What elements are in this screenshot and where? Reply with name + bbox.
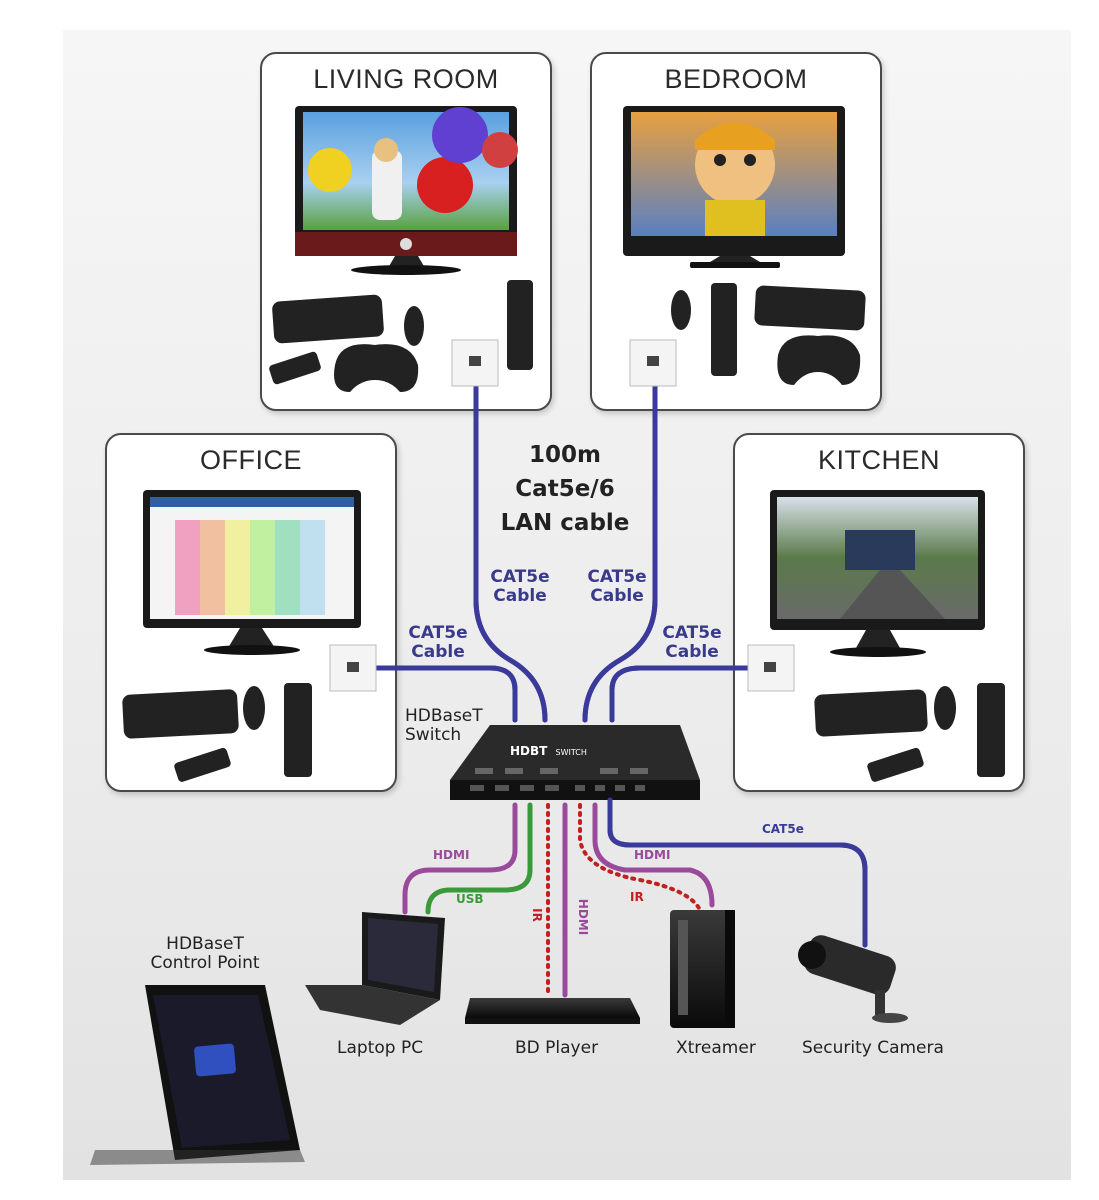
cable-label-kitchen: CAT5e Cable: [652, 624, 732, 662]
device-label-laptop: Laptop PC: [337, 1038, 424, 1058]
security-camera-icon: [798, 935, 908, 1023]
cable-label-line: Cable: [665, 642, 719, 662]
cable-label-hdmi-xtreamer: HDMI: [634, 848, 671, 862]
xtreamer-icon: [670, 910, 735, 1028]
room-title: OFFICE: [200, 445, 302, 475]
switch-label-line: HDBaseT: [405, 706, 483, 726]
cable-spec-kind: LAN cable: [500, 510, 630, 536]
room-title: BEDROOM: [664, 64, 808, 94]
cable-label-usb: USB: [456, 892, 484, 906]
room-living-room: LIVING ROOM: [260, 52, 552, 411]
control-point-label: HDBaseT Control Point: [130, 935, 280, 973]
cable-label-bedroom: CAT5e Cable: [577, 568, 657, 606]
room-bedroom: BEDROOM: [590, 52, 882, 411]
cable-label-cat5e-camera: CAT5e: [762, 822, 804, 836]
cable-label-ir-xtreamer: IR: [630, 890, 644, 904]
room-kitchen: KITCHEN: [733, 433, 1025, 792]
hdbaset-switch: [450, 725, 700, 800]
control-point-line: Control Point: [150, 953, 260, 973]
switch-brand: HDBT SWITCH: [510, 744, 640, 758]
cable-label-line: Cable: [411, 642, 465, 662]
bd-player-icon: [465, 998, 640, 1024]
switch-brand-sub: SWITCH: [555, 748, 587, 757]
cable-label-line: CAT5e: [587, 567, 647, 587]
cable-label-line: CAT5e: [662, 623, 722, 643]
switch-brand-name: HDBT: [510, 744, 548, 758]
hdmi-cables: [402, 802, 715, 998]
room-title: LIVING ROOM: [313, 64, 499, 94]
device-label-camera: Security Camera: [802, 1038, 944, 1058]
cable-spec-type: Cat5e/6: [515, 476, 615, 502]
tablet-icon: [90, 985, 305, 1165]
control-point-line: HDBaseT: [166, 934, 244, 954]
device-label-xtreamer: Xtreamer: [676, 1038, 756, 1058]
cable-label-line: Cable: [493, 586, 547, 606]
cable-label-ir-bd: IR: [529, 908, 544, 922]
room-office: OFFICE: [105, 433, 397, 792]
cable-label-hdmi-bd: HDMI: [576, 898, 591, 936]
laptop-icon: [305, 912, 445, 1025]
cable-label-office: CAT5e Cable: [398, 624, 478, 662]
cable-label-living-room: CAT5e Cable: [480, 568, 560, 606]
switch-label-line: Switch: [405, 725, 462, 745]
room-title: KITCHEN: [817, 445, 940, 475]
switch-label: HDBaseT Switch: [405, 707, 495, 745]
cable-label-line: Cable: [590, 586, 644, 606]
cable-spec-note: 100m Cat5e/6 LAN cable: [480, 438, 650, 540]
cable-label-line: CAT5e: [490, 567, 550, 587]
cable-hdmi-laptop: [402, 802, 518, 915]
cable-spec-length: 100m: [529, 442, 601, 468]
cable-label-line: CAT5e: [408, 623, 468, 643]
cable-usb-laptop: [425, 802, 533, 915]
device-label-bd-player: BD Player: [515, 1038, 599, 1058]
cable-label-hdmi-laptop: HDMI: [433, 848, 470, 862]
